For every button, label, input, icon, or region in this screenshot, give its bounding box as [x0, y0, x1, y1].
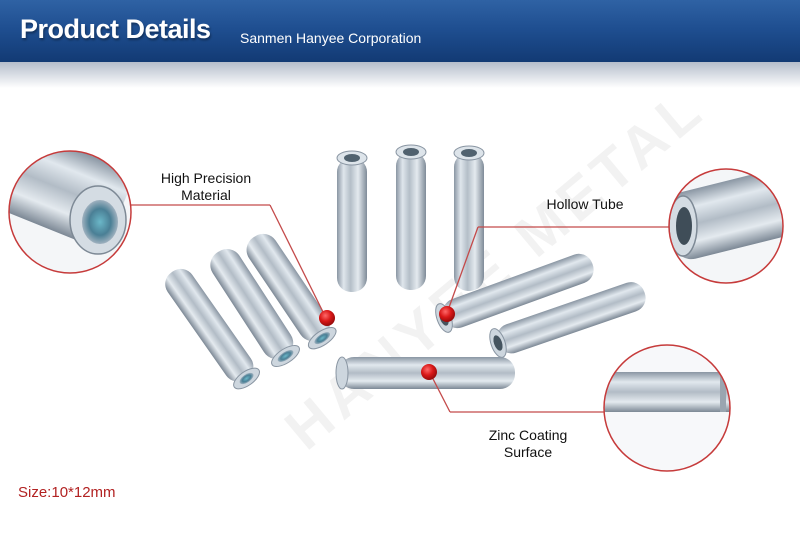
callout-label: Zinc Coating [488, 427, 568, 443]
page-title: Product Details [20, 14, 211, 44]
zoom-circle-precision [8, 150, 132, 274]
marker-dot [439, 306, 455, 322]
size-spec: Size:10*12mm [18, 484, 116, 501]
callout-label: Material [181, 187, 231, 203]
marker-dot [421, 364, 437, 380]
tube-lying [210, 249, 300, 368]
callout-label: Hollow Tube [546, 196, 624, 212]
tube-standing [395, 144, 427, 290]
tube-standing [336, 150, 368, 292]
callout-label: High Precision [160, 170, 252, 186]
zoom-circle-surface [603, 344, 731, 472]
tube-lying [489, 282, 646, 358]
leader-lines [130, 204, 670, 413]
callout-label: Surface [503, 444, 553, 460]
marker-dot [319, 310, 335, 326]
callout-hollow-tube: Hollow Tube [530, 196, 640, 213]
tube-standing [453, 145, 485, 291]
header-shadow [0, 62, 800, 88]
header-banner: Product Details Sanmen Hanyee Corporatio… [0, 0, 800, 62]
company-name: Sanmen Hanyee Corporation [240, 30, 422, 46]
tube-lying [165, 268, 260, 390]
tube-lying [246, 233, 337, 350]
zoom-circle-hollow [668, 168, 784, 284]
callout-zinc-coating: Zinc Coating Surface [468, 427, 588, 461]
callout-high-precision: High Precision Material [146, 170, 266, 204]
